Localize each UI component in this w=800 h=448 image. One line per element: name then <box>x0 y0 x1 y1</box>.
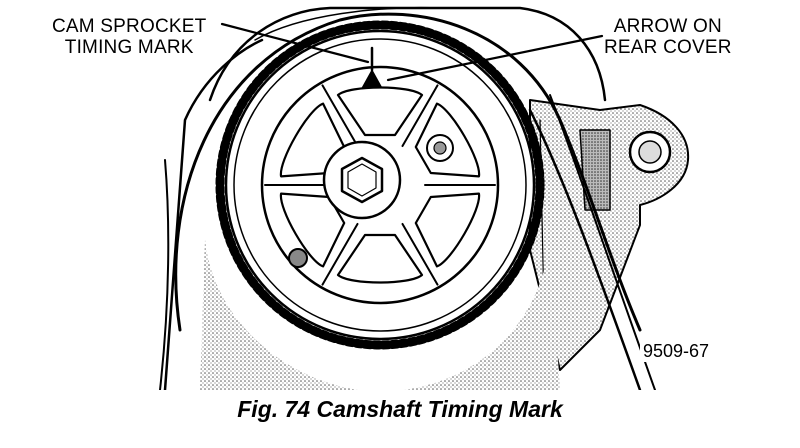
leader-cam-sprocket <box>220 22 370 64</box>
cam-sprocket-timing-mark-label: CAM SPROCKET TIMING MARK <box>52 16 206 58</box>
arrow-on-rear-cover-label: ARROW ON REAR COVER <box>604 16 732 58</box>
rear-cover-outline <box>208 6 607 102</box>
sprocket-teeth-ring <box>215 20 545 350</box>
arrow-label-line1: ARROW ON <box>613 16 722 37</box>
hub-bolt-hex <box>340 156 384 204</box>
rear-cover-ridge <box>254 6 441 41</box>
cam-label-line2: TIMING MARK <box>64 37 194 58</box>
figure-caption: Fig. 74 Camshaft Timing Mark <box>237 396 563 422</box>
sprocket-windows <box>279 86 481 284</box>
leader-rear-cover <box>386 34 604 82</box>
cam-label-line1: CAM SPROCKET <box>52 16 207 37</box>
cover-bolt-lower-left <box>288 248 308 268</box>
rear-cover-arrow <box>361 69 383 89</box>
arrow-label-line2: REAR COVER <box>604 37 732 58</box>
timing-belt-right-strand <box>528 108 642 390</box>
timing-belt-outer <box>174 12 642 332</box>
timing-belt-left-strand <box>163 38 264 390</box>
housing-shadow <box>200 240 560 390</box>
cover-bolt-upper-right <box>426 134 454 162</box>
figure-id: 9509-67 <box>640 341 713 362</box>
sprocket-rim-inner <box>233 38 527 332</box>
